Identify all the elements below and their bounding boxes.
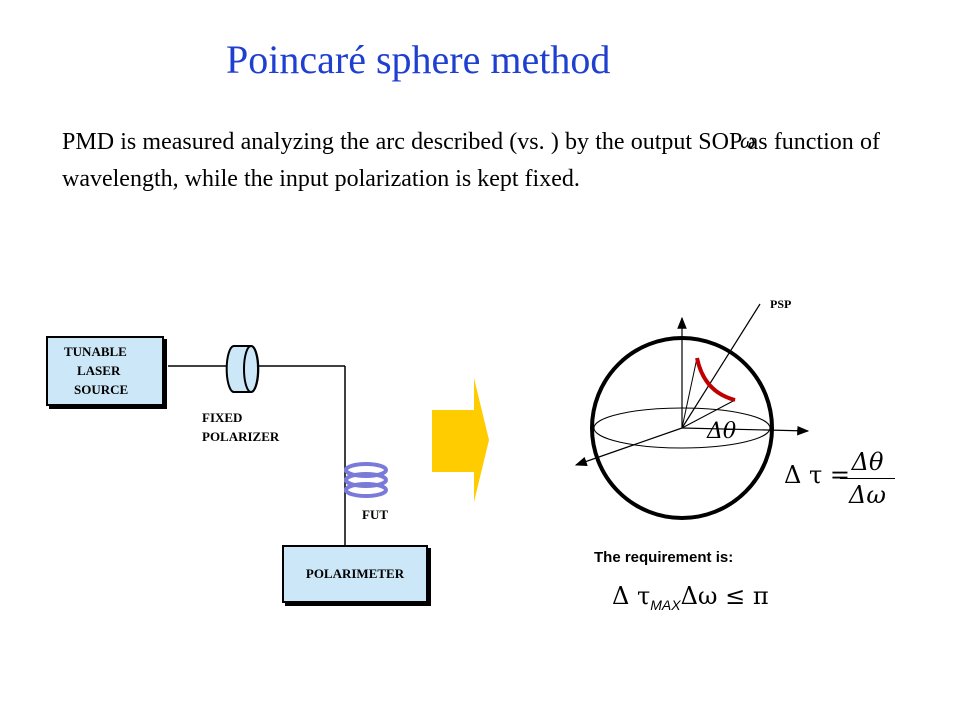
fut-label: FUT [362, 507, 388, 522]
fraction-bar [840, 478, 895, 479]
laser-label-line2: LASER [77, 363, 121, 378]
req-eq-post: Δω ≤ π [680, 582, 769, 610]
fiber-coil-icon [344, 462, 388, 498]
requirement-label: The requirement is: [594, 549, 734, 566]
omega-symbol: ω [740, 128, 756, 153]
process-arrow-icon [432, 378, 489, 502]
polarimeter-label: POLARIMETER [305, 566, 405, 581]
polarizer-icon [225, 345, 260, 393]
polarizer-label: FIXED POLARIZER [202, 410, 280, 444]
formula-lhs: Δ τ = [784, 461, 850, 489]
page-title: Poincaré sphere method [226, 37, 611, 82]
delta-theta-label: Δθ [707, 419, 737, 444]
req-eq-sub: MAX [650, 596, 681, 613]
tunable-laser-source-box: TUNABLE LASER SOURCE [46, 336, 164, 406]
description-paragraph: PMD is measured analyzing the arc descri… [62, 129, 880, 192]
requirement-equation: Δ τMAXΔω ≤ π [612, 582, 769, 613]
formula-numerator: Δθ [851, 448, 884, 476]
psp-label: PSP [770, 297, 792, 311]
polarimeter-box: POLARIMETER [282, 545, 428, 603]
poincare-sphere [574, 303, 810, 520]
req-eq-pre: Δ τ [612, 582, 651, 610]
laser-label-line3: SOURCE [74, 382, 129, 397]
sop-arc [695, 357, 736, 402]
formula-denominator: Δω [849, 481, 886, 509]
formula-fraction: Δθ Δω [840, 448, 895, 509]
laser-label-line1: TUNABLE [64, 344, 127, 359]
